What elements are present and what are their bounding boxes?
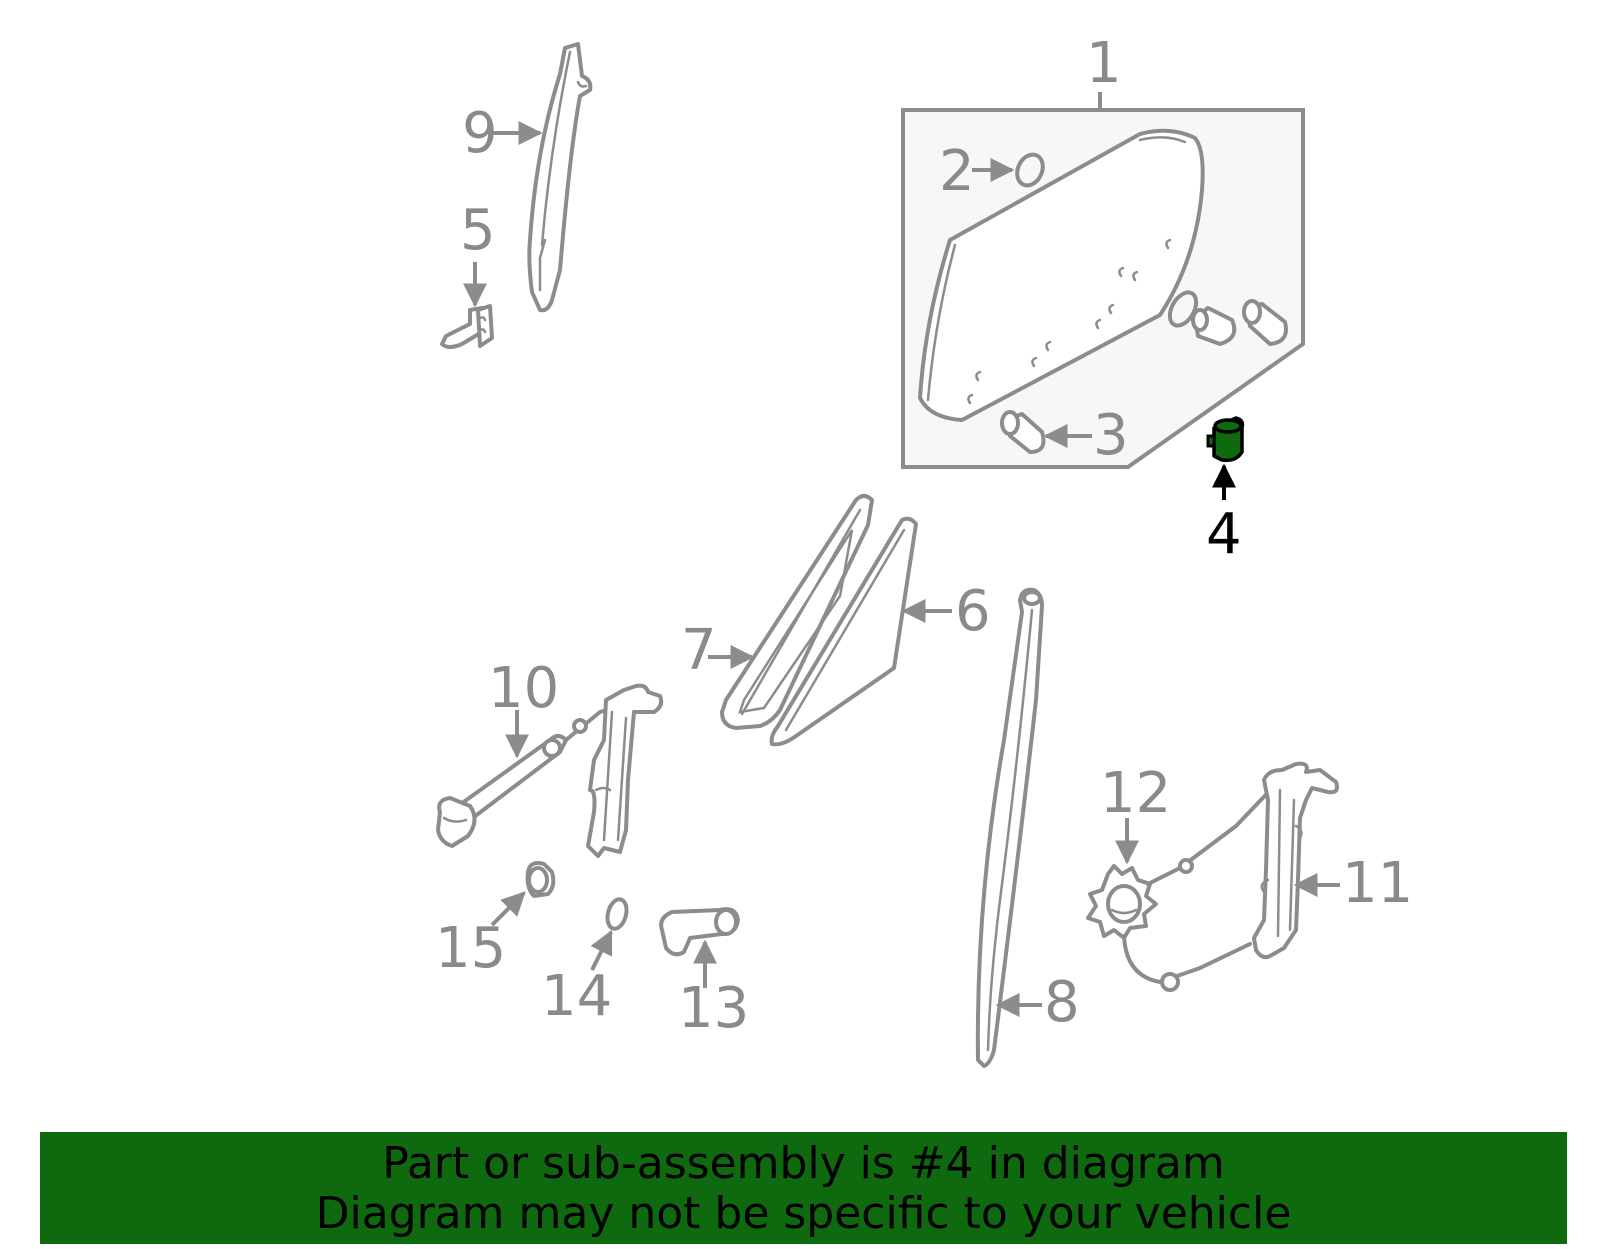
part-11-power-regulator	[1122, 761, 1339, 992]
callout-4: 4	[1206, 502, 1242, 567]
callout-10: 10	[488, 656, 559, 721]
callout-3: 3	[1093, 403, 1129, 468]
part-4-highlighted	[1206, 416, 1245, 463]
part-15-grommet	[525, 861, 556, 898]
banner-line-2: Diagram may not be specific to your vehi…	[315, 1188, 1292, 1239]
callout-9: 9	[462, 101, 498, 166]
callout-11: 11	[1342, 851, 1413, 916]
part-6-quarter-glass	[769, 516, 918, 747]
info-banner: Part or sub-assembly is #4 in diagram Di…	[40, 1132, 1567, 1244]
part-13-handle	[659, 907, 740, 957]
part-10-regulator	[436, 683, 664, 858]
part-9-guide-rail	[527, 42, 593, 313]
callout-5: 5	[460, 198, 496, 263]
part-14-clip	[605, 897, 629, 931]
part-3-bolt	[1000, 410, 1046, 454]
part-2-ring	[1015, 152, 1045, 188]
banner-line-1: Part or sub-assembly is #4 in diagram	[382, 1138, 1225, 1189]
glass-bushing	[1191, 306, 1237, 346]
callout-6: 6	[955, 579, 991, 644]
callout-7: 7	[681, 618, 717, 683]
callout-12: 12	[1100, 761, 1171, 826]
callout-13: 13	[678, 976, 749, 1041]
door-glass	[918, 128, 1205, 422]
part-5-bracket	[440, 304, 494, 349]
glass-bushing-2	[1242, 299, 1288, 346]
callout-14: 14	[541, 964, 612, 1029]
part-12-motor	[1086, 864, 1158, 940]
callout-1: 1	[1086, 31, 1122, 96]
part-7-quarter-frame	[720, 494, 874, 730]
part-8-run-channel	[975, 587, 1044, 1068]
callout-2: 2	[939, 139, 975, 204]
callout-8: 8	[1044, 970, 1080, 1035]
callout-15: 15	[435, 916, 506, 981]
